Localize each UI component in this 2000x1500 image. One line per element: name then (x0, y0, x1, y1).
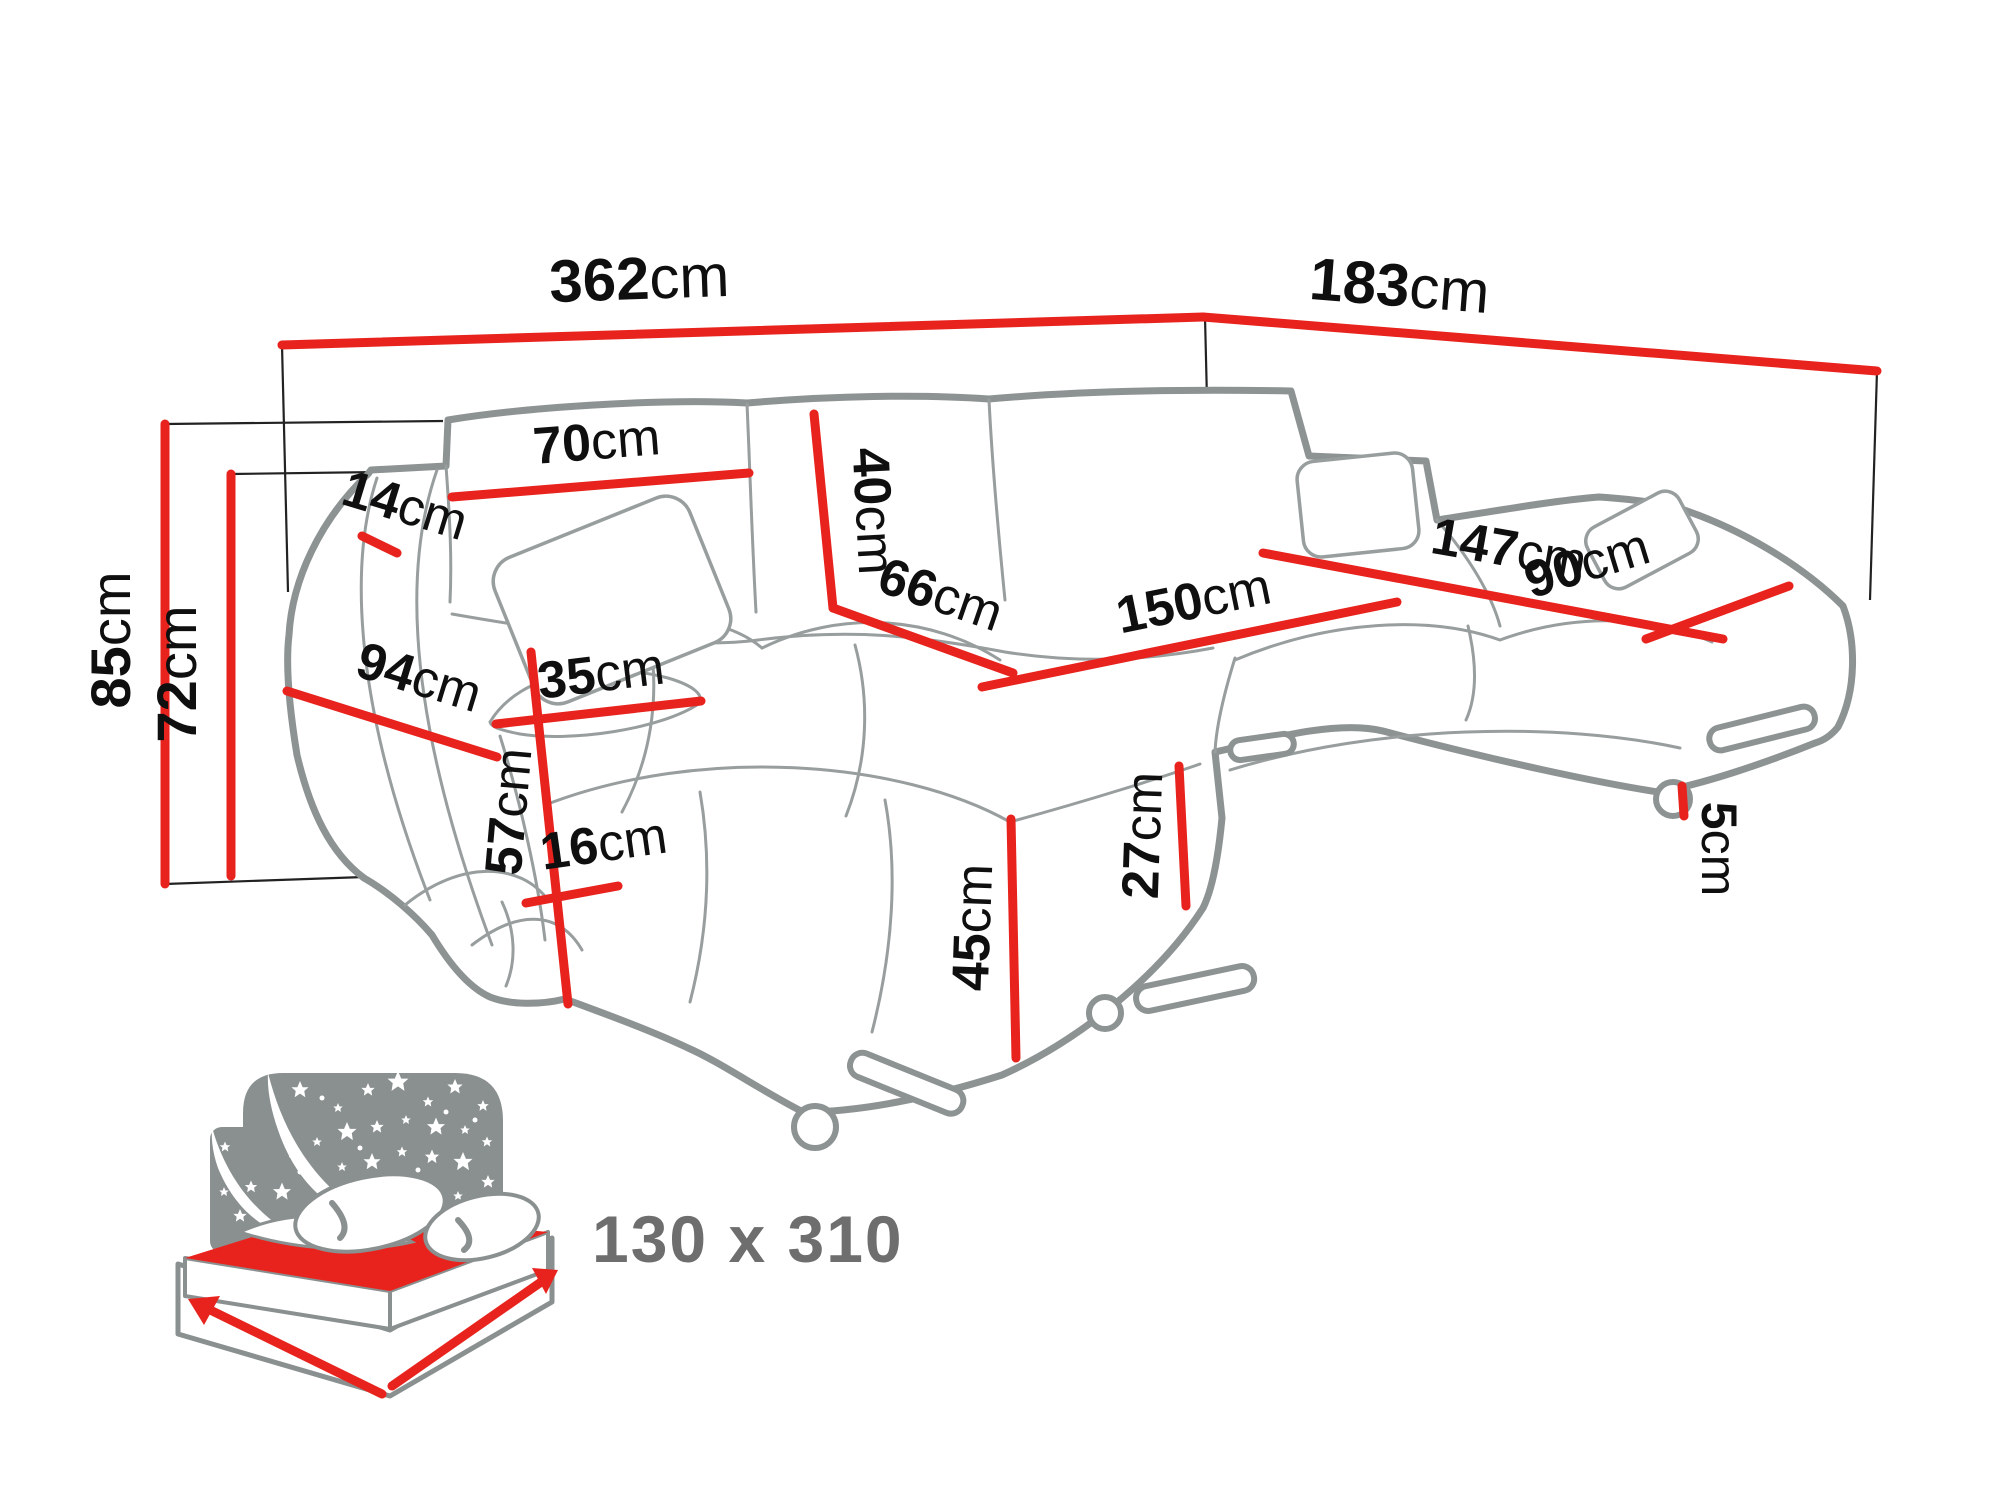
measurement-guide-lines (164, 316, 1879, 886)
dimension-label-45: 45cm (942, 863, 1004, 992)
dimension-label-14: 14cm (336, 459, 475, 552)
leg-cylinder (1086, 994, 1124, 1032)
dimension-lines (160, 312, 1882, 1063)
dimension-label-72: 72cm (145, 606, 208, 743)
headrest-pillows (491, 451, 1700, 706)
dimension-line-147 (1258, 548, 1728, 644)
sleeping-area-arrows (188, 1268, 558, 1399)
moon-swoosh-icon (211, 1127, 296, 1236)
dimension-label-16: 16cm (537, 807, 671, 882)
sofa-drawing (284, 386, 1856, 1151)
dimension-line-5 (1677, 781, 1689, 821)
dimension-label-183: 183cm (1307, 245, 1492, 326)
headrest-pillow-right-back (1295, 451, 1421, 559)
dimension-line-40 (809, 409, 838, 613)
dimension-line-90 (1641, 581, 1794, 644)
dimension-line-35 (491, 696, 706, 729)
dimension-line-16 (521, 881, 623, 908)
dimension-label-70: 70cm (531, 408, 662, 476)
sleeping-function-icon: 130 x 310 (175, 1071, 904, 1399)
sleeping-area-size-label: 130 x 310 (592, 1202, 904, 1276)
bed-icon (175, 1172, 558, 1399)
dimension-line-183 (1198, 312, 1882, 376)
dimension-line-27 (1174, 761, 1191, 911)
dimension-label-27: 27cm (1112, 771, 1174, 900)
pillows-icon (293, 1172, 541, 1263)
dimension-line-14 (357, 531, 402, 558)
dimension-label-85: 85cm (79, 572, 142, 709)
dimension-line-57 (526, 647, 573, 1009)
headrest-pillow-right-arm (1584, 489, 1700, 591)
dimension-line-70 (447, 468, 754, 502)
moon-swoosh-icon (267, 1073, 372, 1218)
headrest-pillow-left (491, 494, 733, 706)
sofa-legs (791, 703, 1818, 1151)
dimension-label-40: 40cm (841, 446, 906, 576)
dimension-line-66 (828, 603, 1018, 678)
dimension-line-45 (1006, 814, 1021, 1063)
dimension-label-35: 35cm (534, 638, 667, 711)
stars-icon (219, 1071, 495, 1236)
dimension-line-150 (977, 597, 1402, 692)
dimension-line-94 (282, 686, 502, 762)
dimension-line-362 (277, 312, 1208, 350)
leg-cylinder (791, 1103, 839, 1151)
dimension-label-57: 57cm (475, 746, 544, 878)
dimension-label-5: 5cm (1691, 802, 1747, 896)
dimension-label-362: 362cm (548, 242, 730, 315)
